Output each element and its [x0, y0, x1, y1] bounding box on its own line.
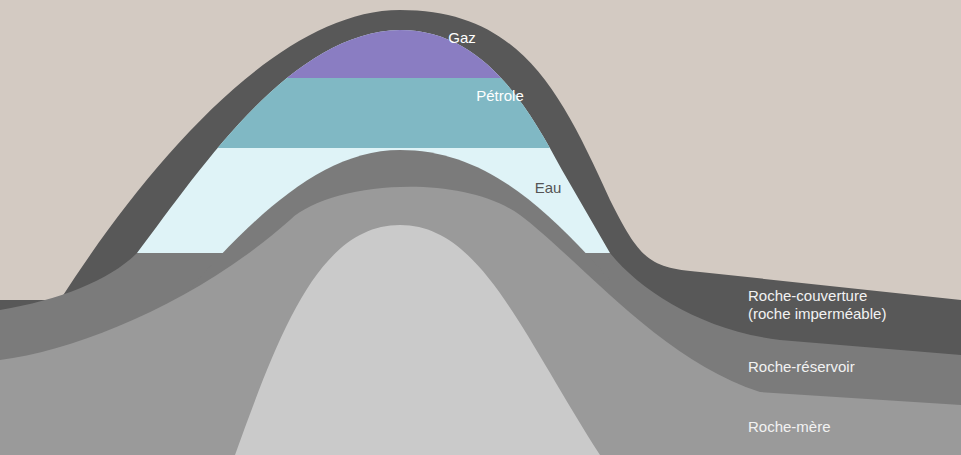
water-zone-label: Eau [508, 179, 588, 197]
zone-text: Gaz [402, 29, 522, 47]
oil-zone [100, 78, 660, 148]
reservoir-rock-label: Roche-réservoir [748, 358, 948, 376]
oil-zone-label: Pétrole [430, 87, 570, 105]
zone-text: Pétrole [430, 87, 570, 105]
zone-text: Roche-mère [748, 418, 948, 436]
zone-text: Eau [508, 179, 588, 197]
zone-text: Roche-couverture (roche imperméable) [748, 287, 908, 323]
cap-rock-label: Roche-couverture (roche imperméable) [748, 287, 908, 323]
gas-zone [100, 0, 660, 78]
zone-text: Roche-réservoir [748, 358, 948, 376]
source-rock-label: Roche-mère [748, 418, 948, 436]
source-rock [0, 187, 961, 455]
gas-zone-label: Gaz [402, 29, 522, 47]
source-rock-core [235, 225, 600, 455]
